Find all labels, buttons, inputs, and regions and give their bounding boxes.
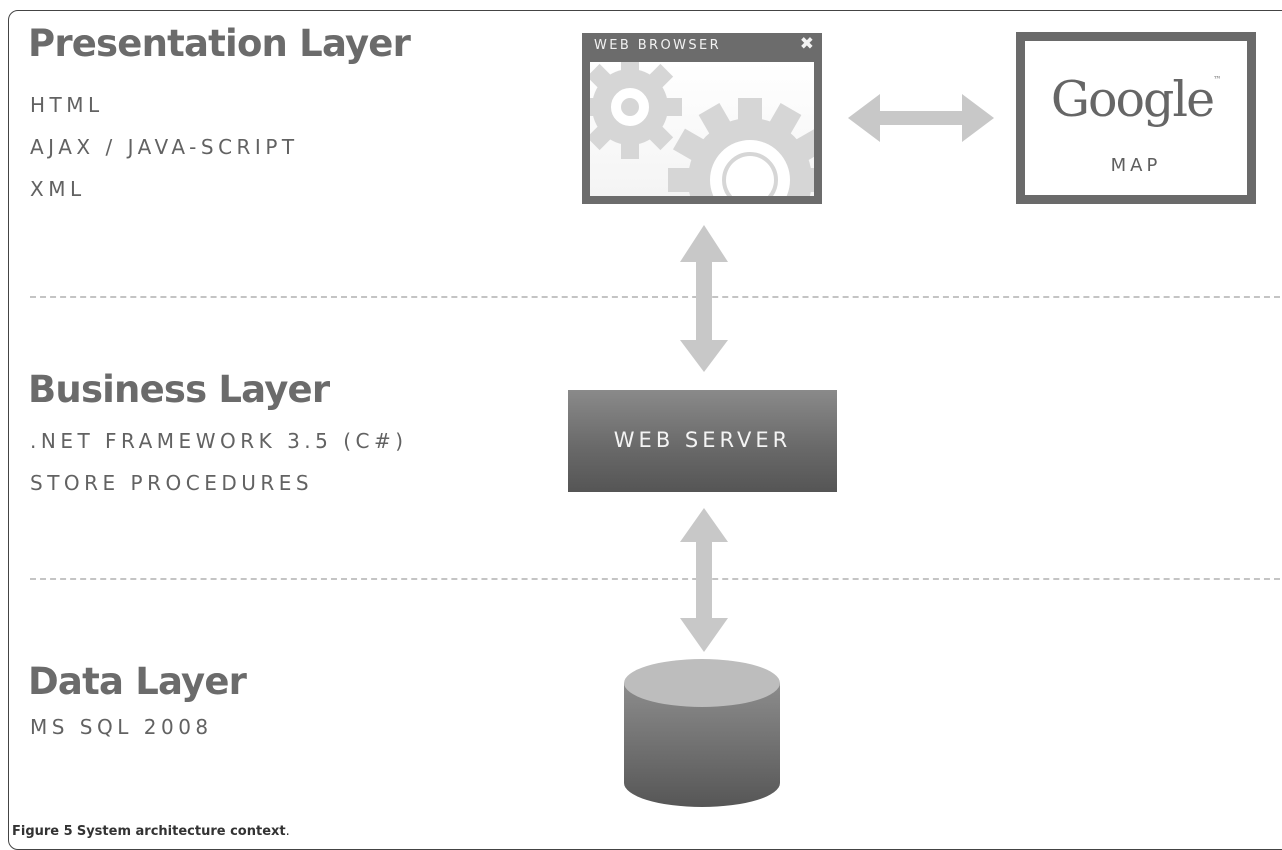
close-icon: ✖ bbox=[799, 34, 814, 54]
browser-viewport bbox=[590, 62, 814, 196]
business-tech-list: .NET FRAMEWORK 3.5 (C#) STORE PROCEDURES bbox=[30, 420, 408, 504]
browser-server-arrow bbox=[680, 225, 728, 372]
tech-item: AJAX / JAVA-SCRIPT bbox=[30, 135, 299, 159]
web-browser-window: WEB BROWSER ✖ bbox=[582, 33, 822, 204]
browser-map-arrow bbox=[848, 94, 994, 142]
database-cylinder-icon bbox=[624, 659, 780, 807]
data-layer-title: Data Layer bbox=[28, 660, 247, 703]
data-tech-list: MS SQL 2008 bbox=[30, 706, 213, 748]
google-map-box: Google™ MAP bbox=[1016, 32, 1256, 204]
server-database-arrow bbox=[680, 508, 728, 652]
browser-title: WEB BROWSER bbox=[594, 38, 722, 53]
gears-icon bbox=[590, 62, 814, 196]
layer-divider-1 bbox=[30, 296, 1280, 298]
web-server-label: WEB SERVER bbox=[613, 428, 792, 452]
tech-item: XML bbox=[30, 177, 86, 201]
figure-text: System architecture context bbox=[76, 824, 286, 839]
caption-period: . bbox=[285, 824, 290, 839]
business-layer-title: Business Layer bbox=[28, 368, 330, 411]
tech-item: MS SQL 2008 bbox=[30, 715, 213, 739]
tech-item: STORE PROCEDURES bbox=[30, 471, 314, 495]
google-logo: Google™ bbox=[1050, 71, 1222, 128]
web-server-box: WEB SERVER bbox=[568, 390, 837, 492]
map-label: MAP bbox=[1110, 155, 1162, 176]
trademark-mark: ™ bbox=[1213, 75, 1222, 84]
presentation-tech-list: HTML AJAX / JAVA-SCRIPT XML bbox=[30, 84, 299, 210]
presentation-layer-title: Presentation Layer bbox=[28, 22, 411, 65]
figure-caption: Figure 5 System architecture context. bbox=[12, 824, 290, 839]
tech-item: .NET FRAMEWORK 3.5 (C#) bbox=[30, 429, 408, 453]
tech-item: HTML bbox=[30, 93, 104, 117]
figure-label: Figure 5 bbox=[12, 824, 73, 839]
layer-divider-2 bbox=[30, 578, 1280, 580]
